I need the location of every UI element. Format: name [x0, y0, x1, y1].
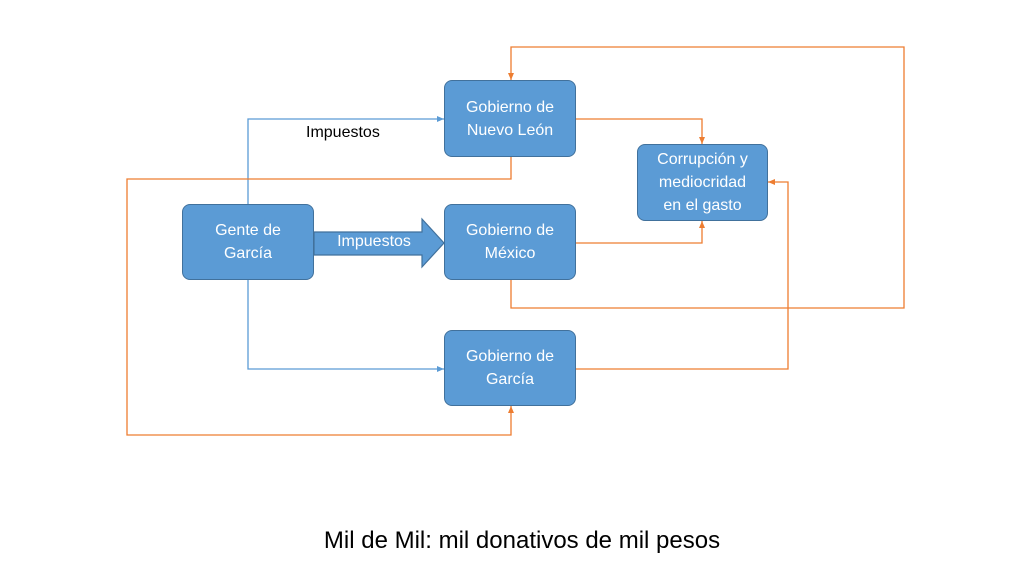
node-gobierno-nuevo-leon: Gobierno de Nuevo León	[444, 80, 576, 157]
node-gobierno-mexico-label: Gobierno de México	[465, 222, 555, 262]
node-gobierno-garcia: Gobierno de García	[444, 330, 576, 406]
flow-mexico-to-nuevo-leon	[508, 46, 905, 309]
node-gobierno-nuevo-leon-label: Gobierno de Nuevo León	[465, 98, 555, 139]
flow-nuevo-leon-to-garcia	[126, 157, 514, 436]
node-corrupcion-label: Corrupción y mediocridad en el gasto	[657, 151, 748, 214]
node-gobierno-mexico: Gobierno de México	[444, 204, 576, 280]
edge-label-impuestos-arrow: Impuestos	[337, 233, 411, 250]
node-gente-de-garcia: Gente de García	[182, 204, 314, 280]
flow-nuevo-leon-to-corrupcion	[576, 118, 705, 144]
flow-mexico-to-corrupcion	[576, 221, 705, 244]
node-gobierno-garcia-label: Gobierno de García	[465, 348, 555, 388]
edge-label-impuestos-top: Impuestos	[306, 124, 380, 141]
node-corrupcion: Corrupción y mediocridad en el gasto	[637, 144, 768, 221]
slide-title: Mil de Mil: mil donativos de mil pesos	[323, 527, 721, 554]
flow-garcia-to-corrupcion	[576, 179, 789, 370]
node-gente-de-garcia-label: Gente de García	[215, 222, 281, 262]
tax-block-arrow	[313, 217, 445, 269]
tax-connector-to-nuevo-leon	[247, 116, 444, 205]
tax-connector-to-garcia	[247, 280, 444, 372]
